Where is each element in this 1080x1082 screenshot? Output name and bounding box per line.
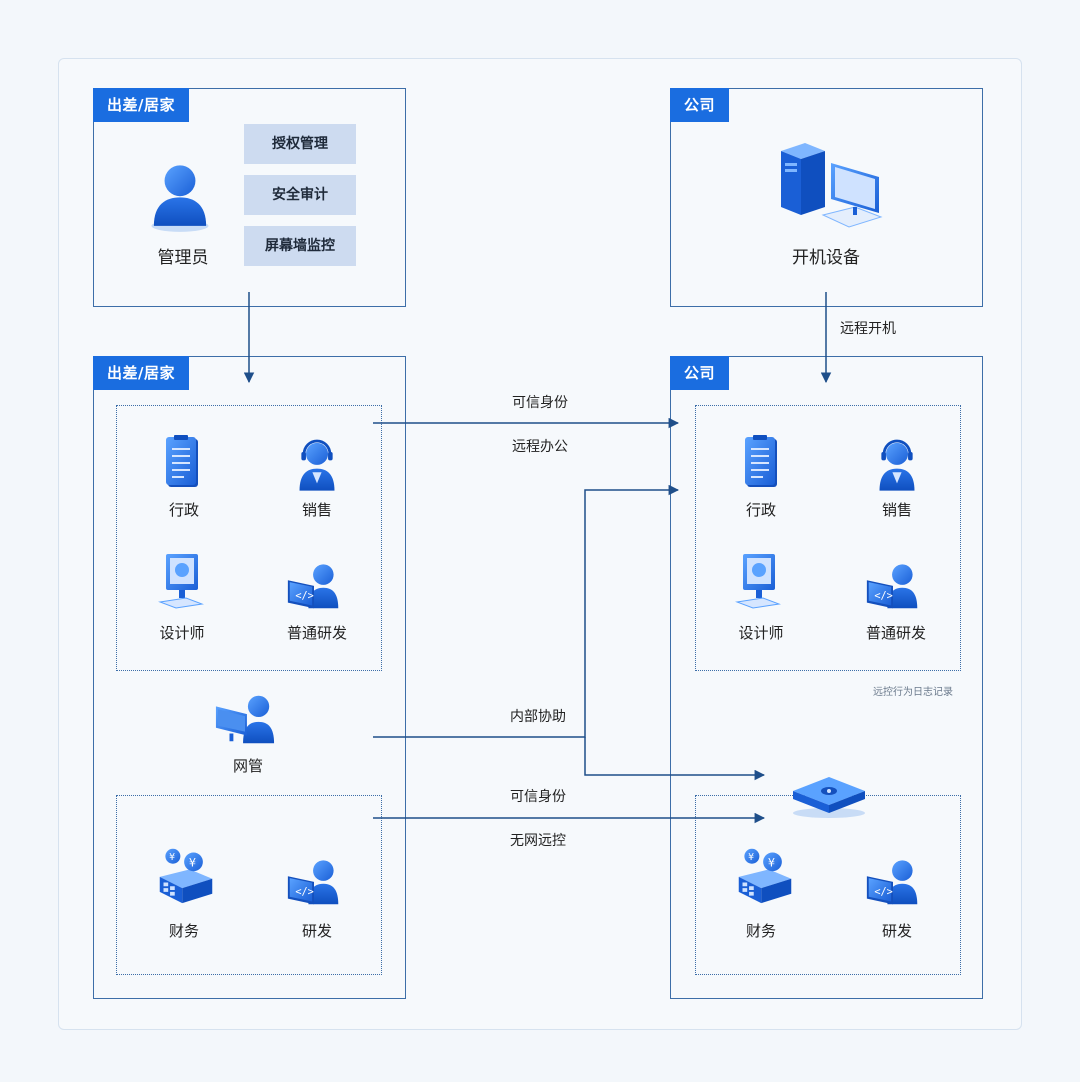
panel-tag: 公司 bbox=[670, 88, 730, 122]
arrow-internal-assist bbox=[373, 484, 680, 738]
panel-tag: 出差/居家 bbox=[93, 88, 189, 122]
role-developer: 普通研发 bbox=[286, 624, 347, 642]
panel-company-staff: 公司 行政 销售 设计师 普通研发 远控行为日志记录 财务 研发 bbox=[670, 356, 983, 999]
role-sales: 销售 bbox=[881, 501, 912, 519]
group-lower-roles bbox=[116, 795, 382, 975]
role-finance: 财务 bbox=[745, 922, 776, 940]
feature-auth-management: 授权管理 bbox=[244, 124, 356, 164]
feature-security-audit: 安全审计 bbox=[244, 175, 356, 215]
panel-tag: 公司 bbox=[670, 356, 730, 390]
panel-remote-staff: 出差/居家 行政 销售 设计师 普通研发 网管 财务 研发 bbox=[93, 356, 406, 999]
edge-label-trusted-identity: 可信身份 bbox=[512, 395, 568, 411]
role-rnd: 研发 bbox=[881, 922, 912, 940]
edge-label-remote-office: 远程办公 bbox=[512, 439, 568, 455]
log-note: 远控行为日志记录 bbox=[873, 687, 953, 698]
arrow-internal-assist-router bbox=[584, 737, 766, 781]
role-rnd: 研发 bbox=[301, 922, 332, 940]
edge-label-trusted-identity: 可信身份 bbox=[510, 789, 566, 805]
panel-company-device: 公司 开机设备 bbox=[670, 88, 983, 307]
role-admin: 行政 bbox=[168, 501, 199, 519]
role-finance: 财务 bbox=[168, 922, 199, 940]
panel-remote-admin: 出差/居家 管理员 授权管理 安全审计 屏幕墙监控 bbox=[93, 88, 406, 307]
feature-screen-wall: 屏幕墙监控 bbox=[244, 226, 356, 266]
role-admin: 行政 bbox=[745, 501, 776, 519]
edge-label-remote-boot: 远程开机 bbox=[840, 321, 896, 337]
group-upper-roles bbox=[695, 405, 961, 671]
device-label: 开机设备 bbox=[792, 248, 860, 268]
role-designer: 设计师 bbox=[738, 624, 784, 642]
role-developer: 普通研发 bbox=[865, 624, 926, 642]
role-sales: 销售 bbox=[301, 501, 332, 519]
role-netadmin: 网管 bbox=[232, 757, 263, 775]
panel-tag: 出差/居家 bbox=[93, 356, 189, 390]
role-designer: 设计师 bbox=[159, 624, 205, 642]
admin-label: 管理员 bbox=[157, 248, 209, 268]
group-upper-roles bbox=[116, 405, 382, 671]
edge-label-offline-control: 无网远控 bbox=[510, 833, 566, 849]
edge-label-internal-assist: 内部协助 bbox=[510, 709, 566, 725]
